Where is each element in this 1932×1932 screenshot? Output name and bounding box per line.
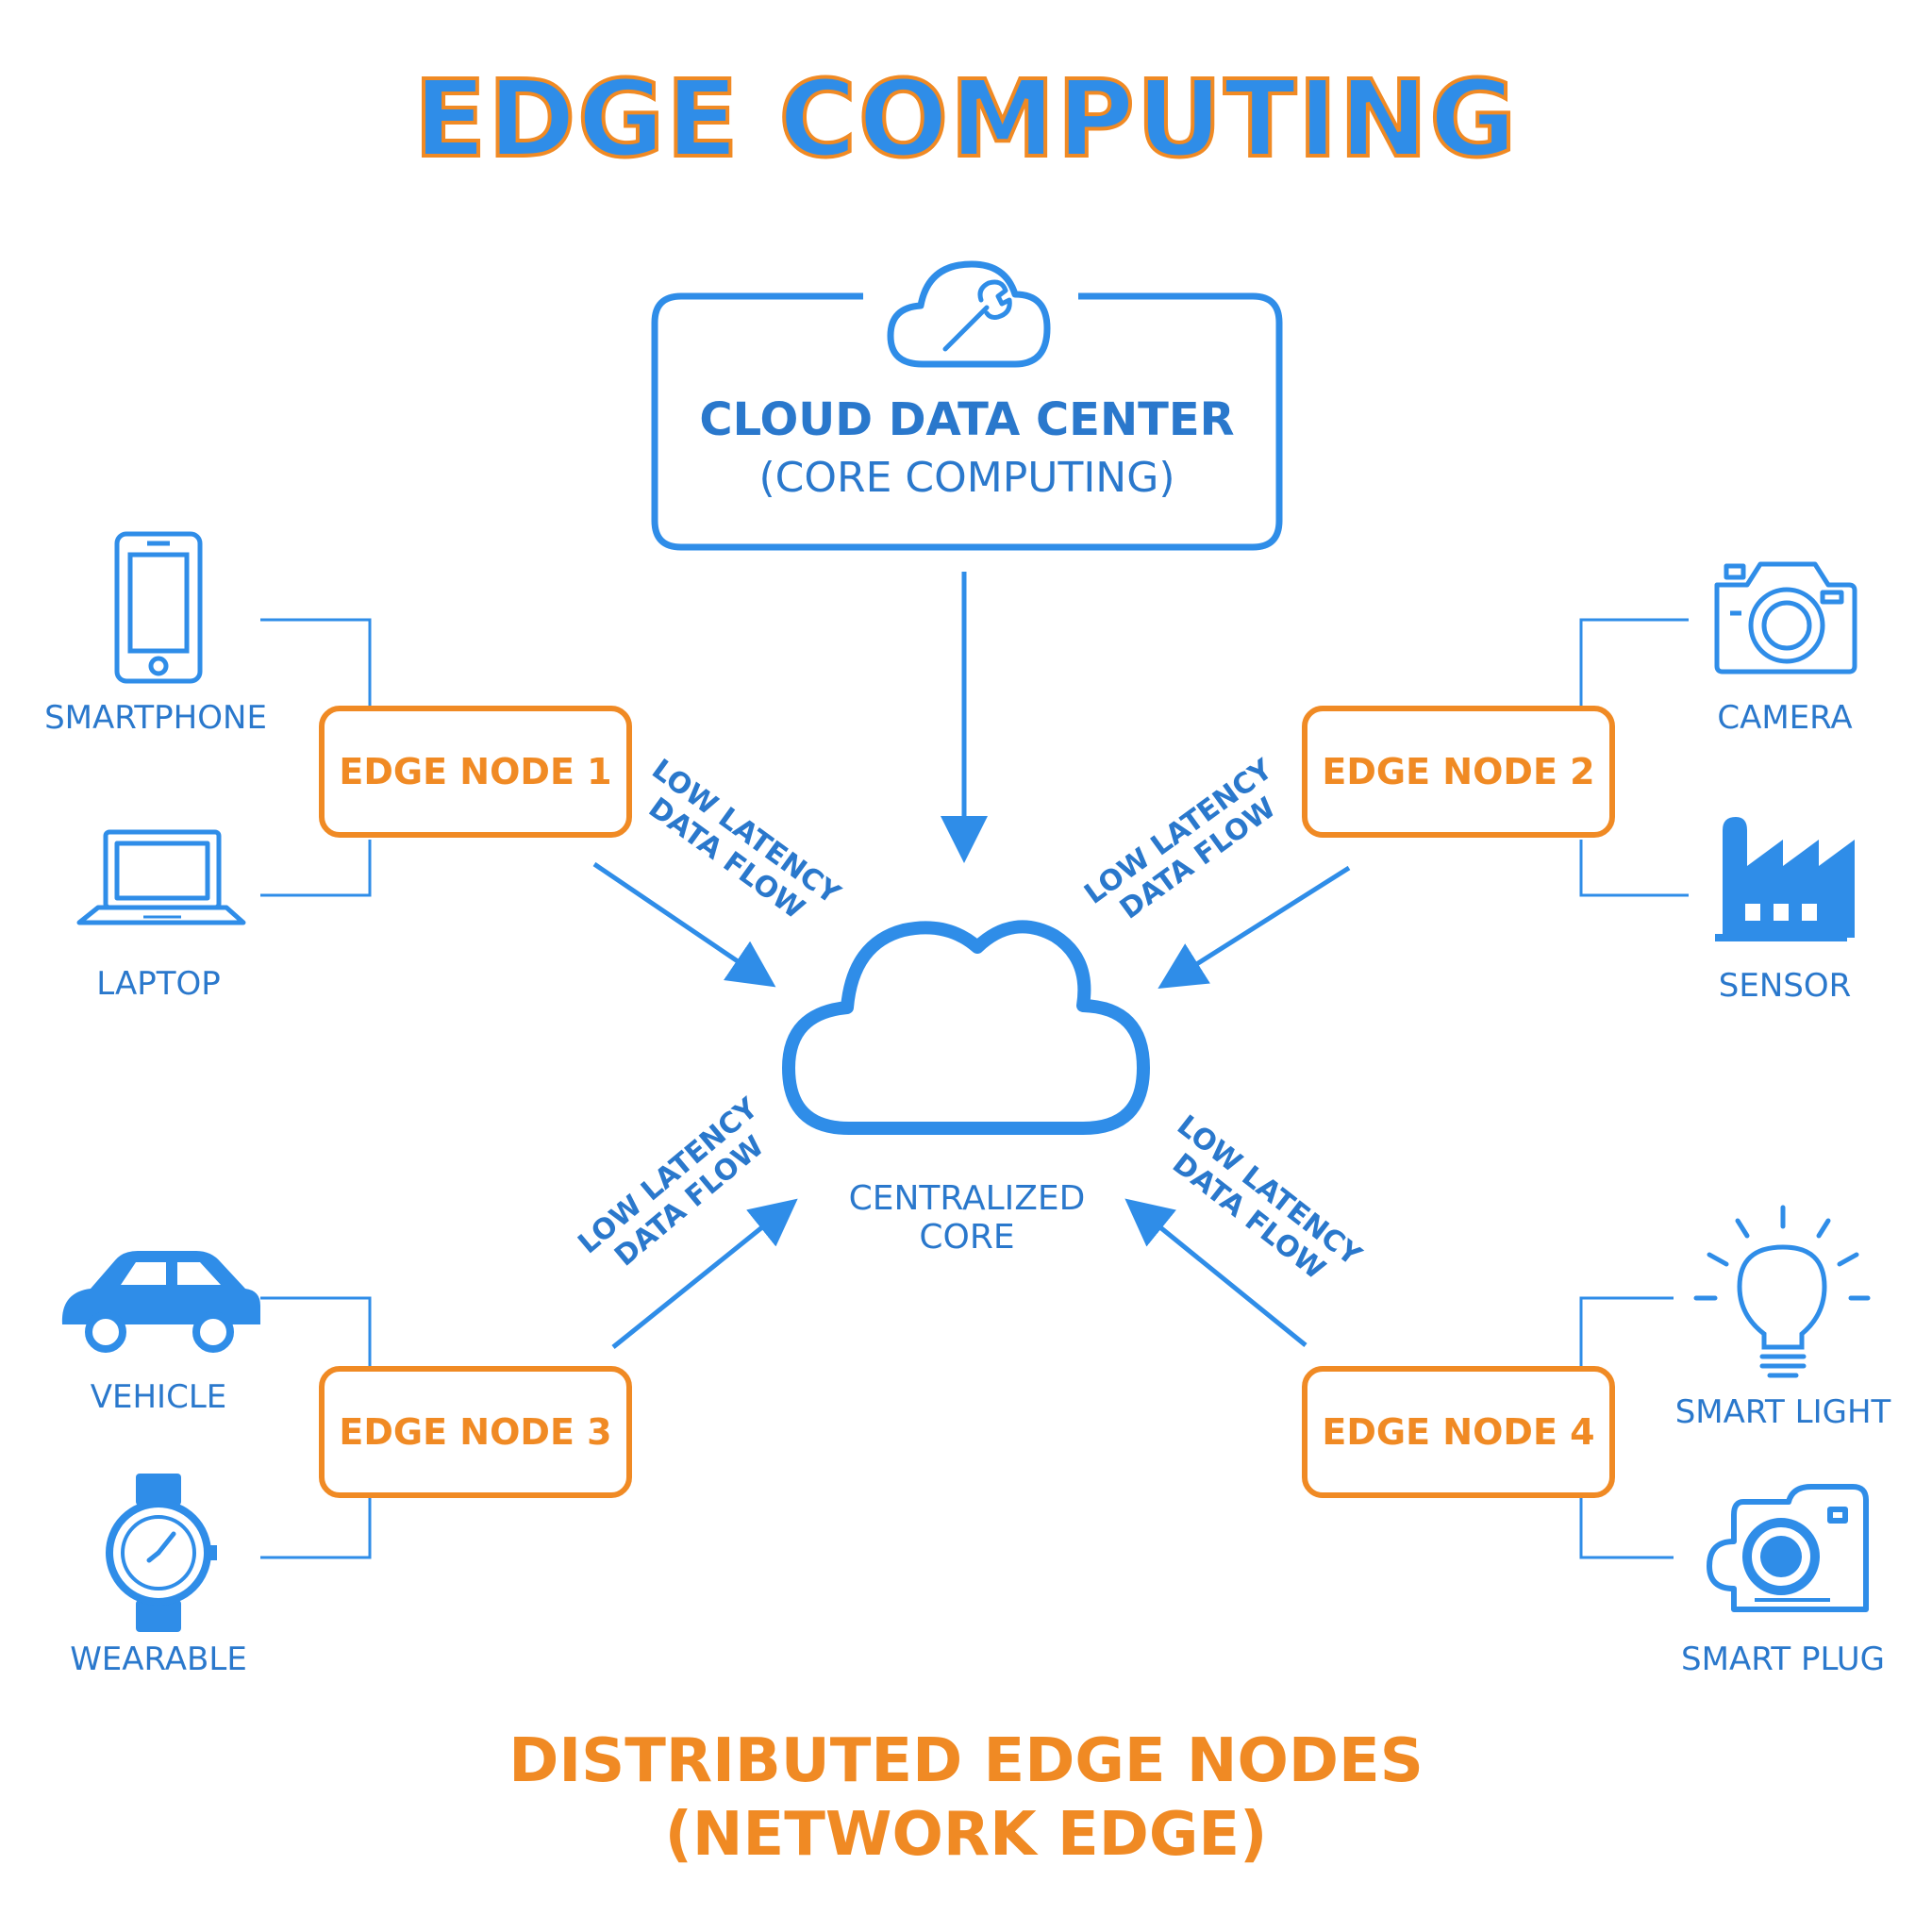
car-icon [61,1251,260,1353]
cloud-icon [782,920,1150,1135]
core-label-line1: CENTRALIZED [848,1179,1086,1218]
laptop-icon [76,829,246,925]
device-label-smart-light: SMART LIGHT [1674,1393,1891,1431]
edge-node-1-label: EDGE NODE 1 [339,751,612,792]
connector-sensor [1579,840,1689,897]
device-label-smartphone: SMARTPHONE [44,699,267,737]
edge-node-3: EDGE NODE 3 [319,1366,632,1498]
edge-node-2-label: EDGE NODE 2 [1322,751,1595,792]
device-label-laptop: LAPTOP [96,965,221,1003]
footer-caption: DISTRIBUTED EDGE NODES (NETWORK EDGE) [0,1724,1932,1872]
edge-node-3-label: EDGE NODE 3 [339,1411,612,1453]
cloud-data-center-box [651,292,1283,551]
smartphone-icon [114,531,203,684]
cloud-wrench-icon [887,260,1051,368]
connector-camera [1579,618,1689,708]
camera-plug-icon [1707,1484,1869,1612]
footer-line2: (NETWORK EDGE) [664,1800,1268,1871]
arrow-node4-to-core [1124,1198,1307,1347]
connector-smart-light [1579,1296,1674,1366]
lightbulb-icon [1693,1205,1871,1378]
edge-node-2: EDGE NODE 2 [1302,706,1615,838]
centralized-core-label: CENTRALIZED CORE [821,1179,1113,1257]
edge-node-1: EDGE NODE 1 [319,706,632,838]
cloud-data-center-title: CLOUD DATA CENTER [699,393,1235,446]
connector-smartphone [260,618,372,708]
edge-node-4: EDGE NODE 4 [1302,1366,1615,1498]
factory-icon [1715,817,1855,941]
footer-line1: DISTRIBUTED EDGE NODES [508,1726,1424,1796]
arrow-node3-to-core [611,1198,798,1349]
device-label-sensor: SENSOR [1718,967,1852,1005]
core-label-line2: CORE [919,1218,1015,1257]
watch-icon [106,1474,217,1632]
cloud-data-center-subtitle: (CORE COMPUTING) [758,454,1175,502]
edge-node-4-label: EDGE NODE 4 [1322,1411,1595,1453]
camera-icon [1714,561,1857,675]
device-label-vehicle: VEHICLE [90,1378,227,1416]
connector-vehicle [260,1296,372,1366]
arrow-node2-to-core [1158,865,1351,990]
device-label-smart-plug: SMART PLUG [1681,1641,1885,1678]
connector-smart-plug [1579,1498,1674,1559]
page-title: EDGE COMPUTING [412,57,1519,183]
device-label-wearable: WEARABLE [70,1641,247,1678]
connector-wearable [260,1498,372,1559]
device-label-camera: CAMERA [1717,699,1853,737]
connector-laptop [260,840,372,897]
arrow-node1-to-core [592,861,776,988]
